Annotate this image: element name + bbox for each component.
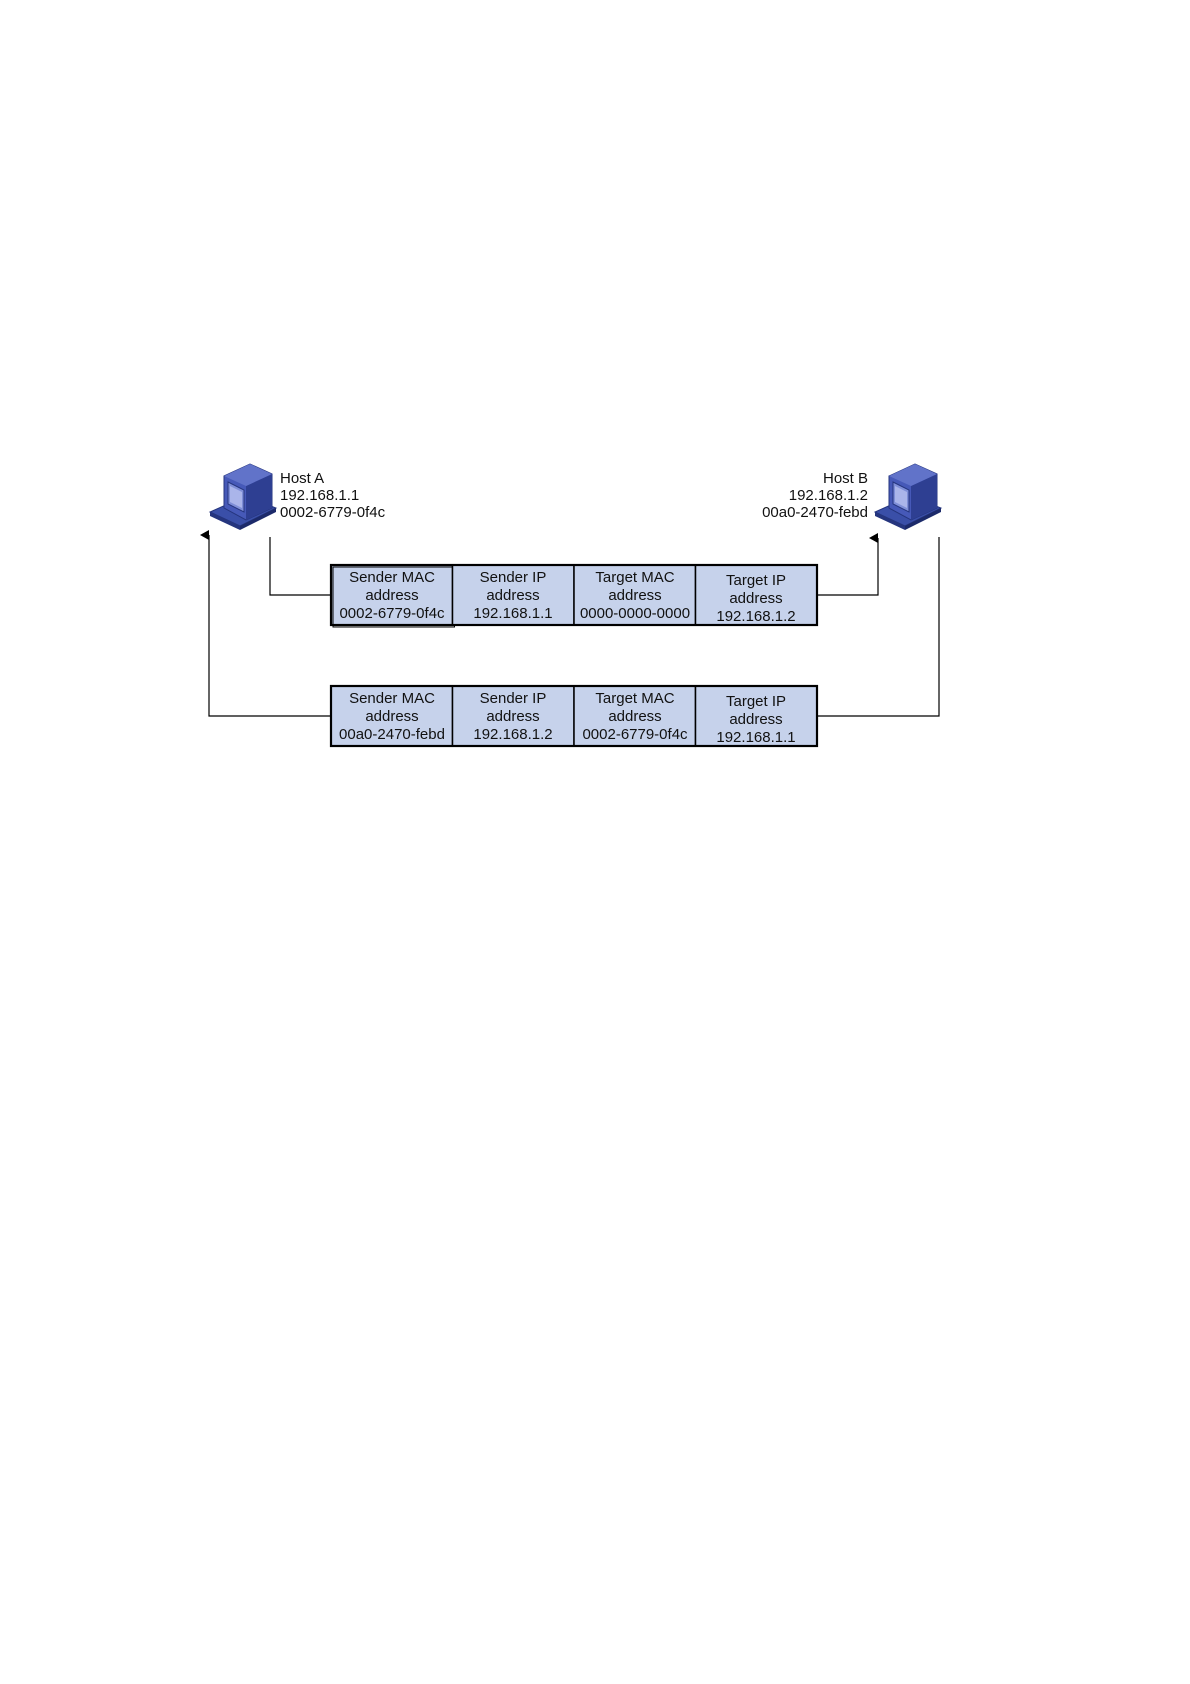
field-value: 00a0-2470-febd	[339, 726, 445, 743]
packet-border	[329, 684, 819, 748]
packet-field: Target IP address 192.168.1.1	[694, 685, 818, 747]
field-label: Sender IP	[480, 690, 547, 707]
field-value: 0000-0000-0000	[580, 605, 690, 622]
connectors	[200, 530, 940, 717]
field-label: Sender MAC	[349, 690, 435, 707]
field-label: Sender IP	[480, 569, 547, 586]
field-value: 0002-6779-0f4c	[582, 726, 688, 743]
field-label: Target IP	[726, 572, 786, 589]
packet-field: Sender MAC address 00a0-2470-febd	[330, 685, 454, 747]
reply-arrow-to-host-a	[200, 530, 331, 717]
field-label: address	[486, 708, 539, 725]
packet-field: Sender IP address 192.168.1.1	[451, 564, 575, 626]
host-b-mac: 00a0-2470-febd	[762, 504, 868, 521]
host-a-mac: 0002-6779-0f4c	[280, 504, 386, 521]
computer-icon	[874, 463, 942, 531]
field-label: address	[608, 587, 661, 604]
field-label: Sender MAC	[349, 569, 435, 586]
field-label: address	[729, 590, 782, 607]
field-label: Target MAC	[595, 569, 674, 586]
field-label: address	[486, 587, 539, 604]
field-label: Target MAC	[595, 690, 674, 707]
host-b-name: Host B	[823, 470, 868, 487]
packet-field: Sender IP address 192.168.1.2	[451, 685, 575, 747]
field-value: 192.168.1.2	[473, 726, 552, 743]
packet-field: Sender MAC address 0002-6779-0f4c	[330, 564, 455, 628]
host-b-ip: 192.168.1.2	[789, 487, 868, 504]
field-label: Target IP	[726, 693, 786, 710]
field-value: 192.168.1.1	[473, 605, 552, 622]
reply-line-in	[817, 537, 940, 717]
computer-icon	[209, 463, 277, 531]
packet-request: Sender MAC address 0002-6779-0f4c Sender…	[329, 563, 819, 628]
field-label: address	[365, 587, 418, 604]
field-value: 0002-6779-0f4c	[339, 605, 445, 622]
field-label: address	[365, 708, 418, 725]
host-a-name: Host A	[280, 470, 324, 487]
field-label: address	[729, 711, 782, 728]
field-value: 192.168.1.2	[716, 608, 795, 625]
packet-reply: Sender MAC address 00a0-2470-febd Sender…	[329, 684, 819, 748]
packet-field: Target MAC address 0000-0000-0000	[573, 564, 697, 626]
packet-field: Target MAC address 0002-6779-0f4c	[573, 685, 697, 747]
host-a: Host A 192.168.1.1 0002-6779-0f4c	[209, 463, 386, 531]
request-line-in	[269, 537, 331, 596]
request-arrow-to-host-b	[817, 533, 879, 596]
field-label: address	[608, 708, 661, 725]
packet-field: Target IP address 192.168.1.2	[694, 564, 818, 626]
packet-border	[329, 563, 819, 627]
host-b: Host B 192.168.1.2 00a0-2470-febd	[762, 463, 942, 531]
field-value: 192.168.1.1	[716, 729, 795, 746]
host-a-ip: 192.168.1.1	[280, 487, 359, 504]
